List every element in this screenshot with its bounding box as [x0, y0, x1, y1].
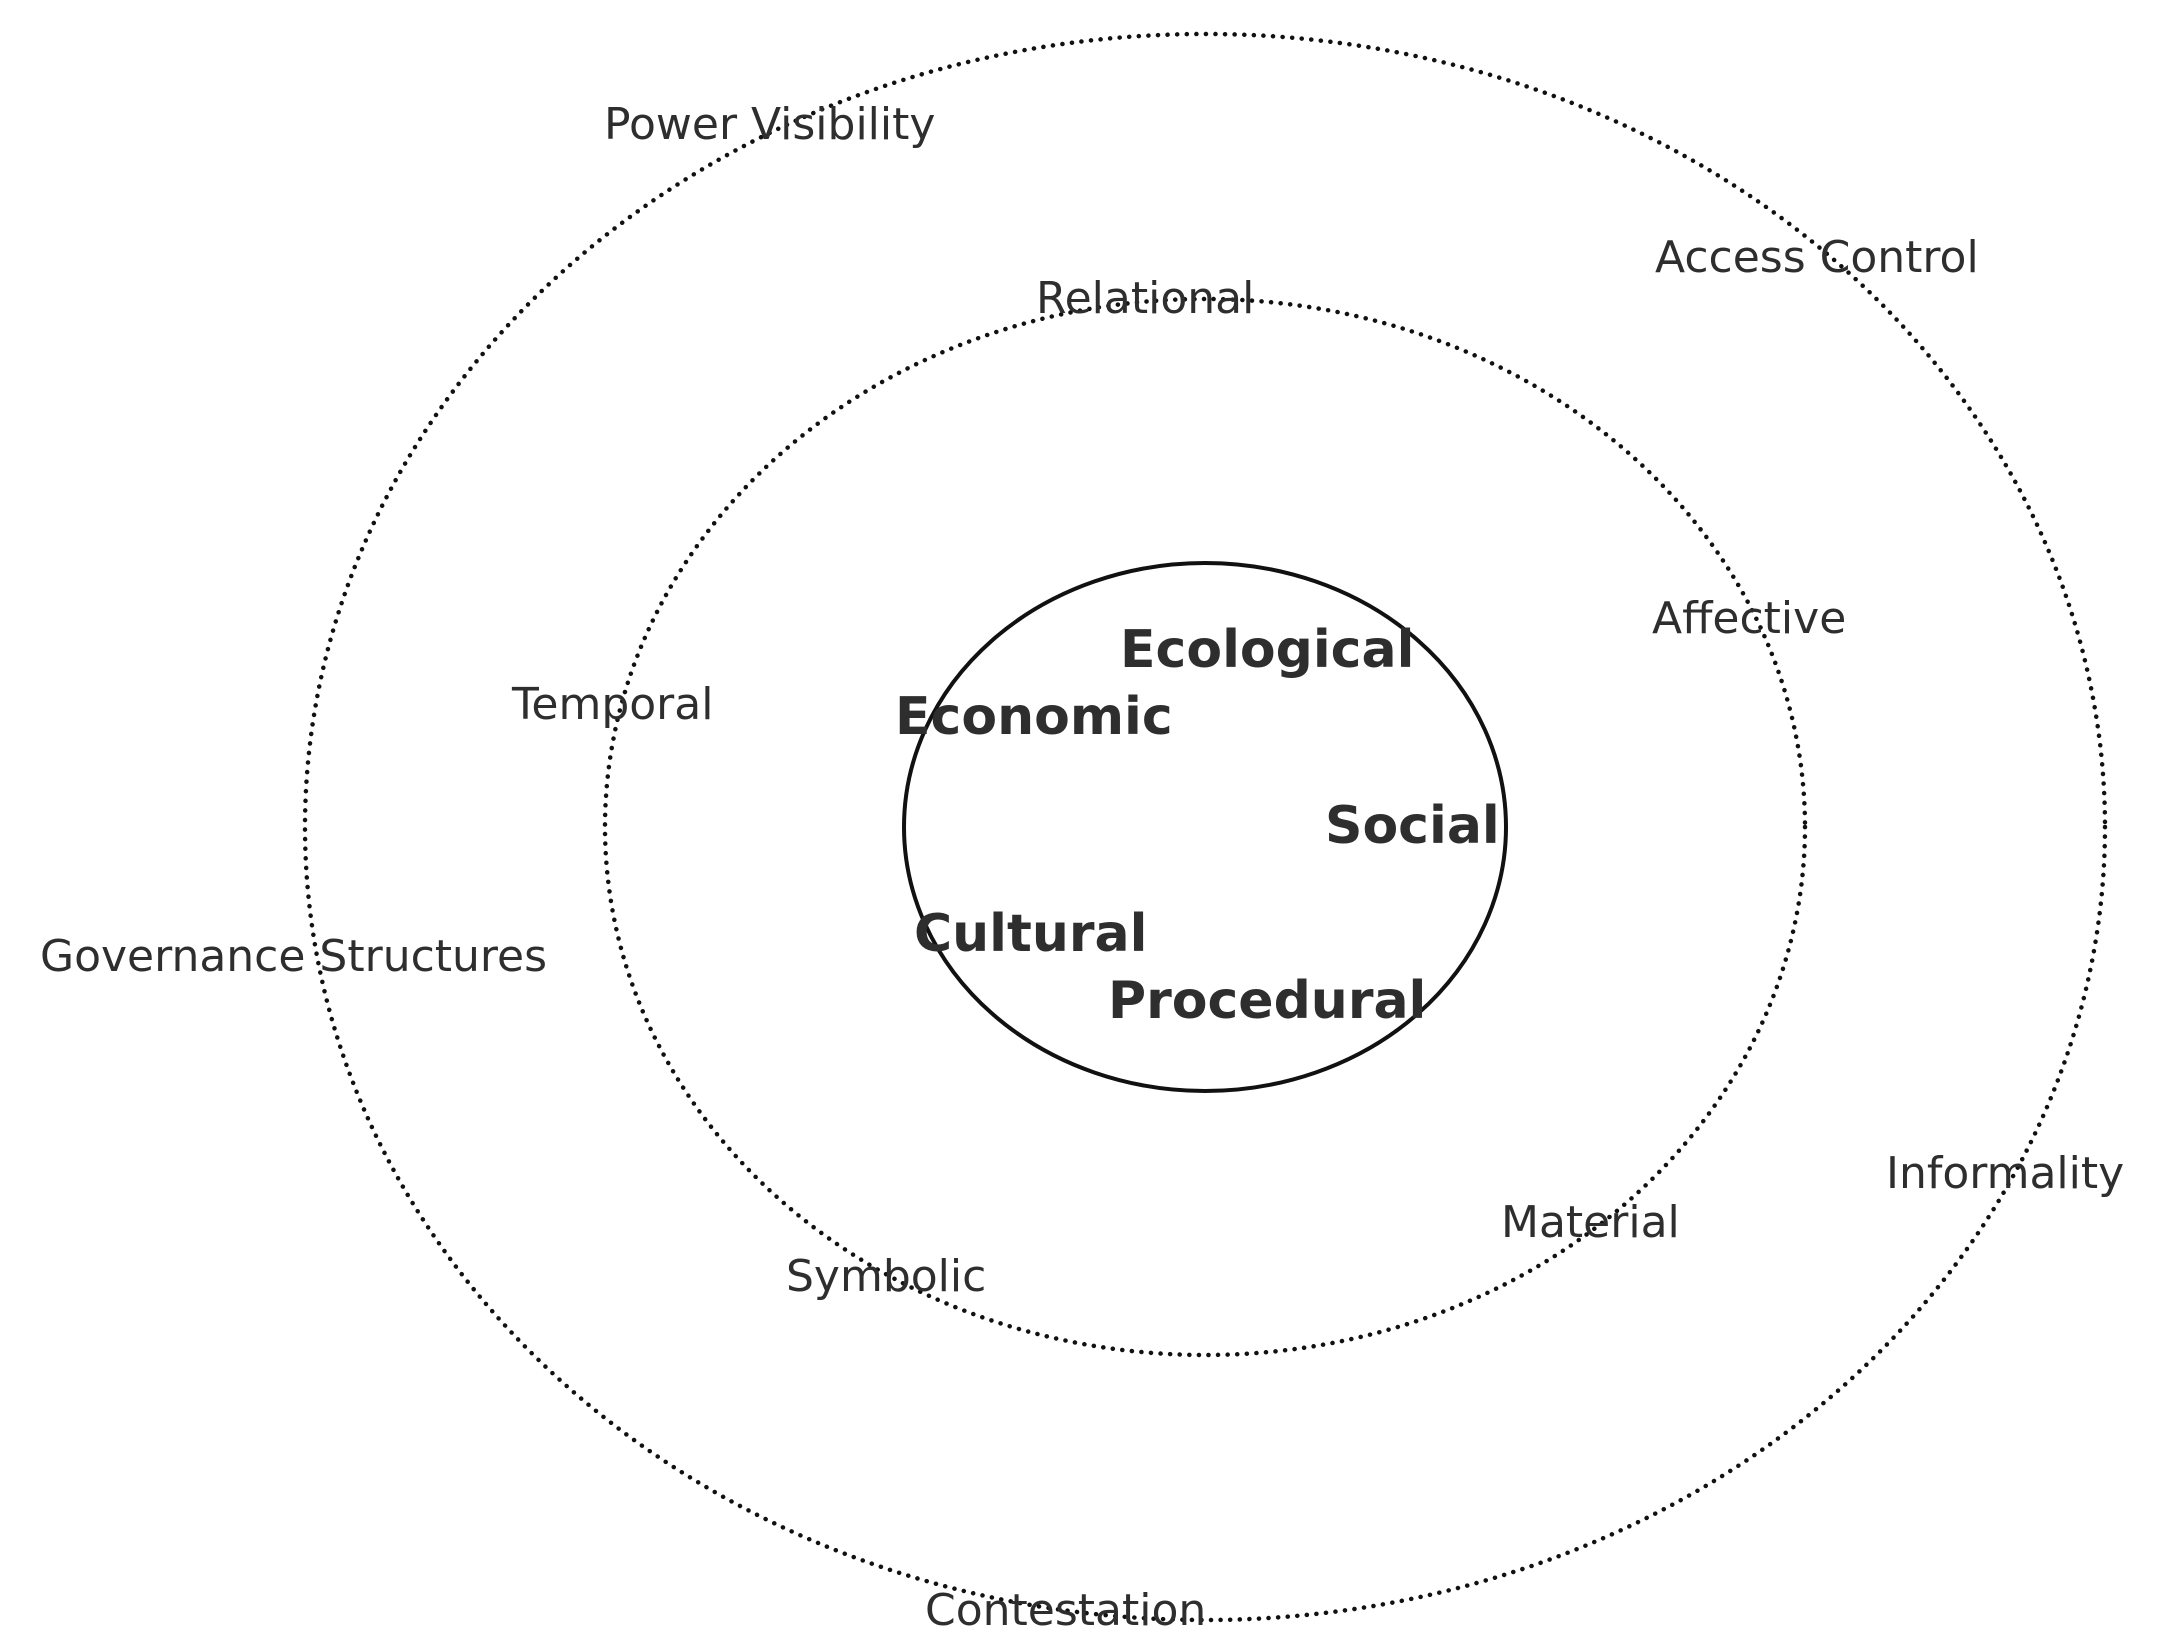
label-material: Material — [1501, 1197, 1680, 1248]
label-social: Social — [1325, 796, 1500, 856]
label-governance-structures: Governance Structures — [40, 931, 547, 982]
label-cultural: Cultural — [914, 904, 1147, 964]
label-relational: Relational — [1036, 273, 1254, 324]
label-ecological: Ecological — [1120, 620, 1414, 680]
inner-core-ring — [902, 561, 1508, 1093]
label-economic: Economic — [895, 687, 1173, 747]
label-access-control: Access Control — [1655, 232, 1979, 283]
label-contestation: Contestation — [925, 1585, 1206, 1636]
label-symbolic: Symbolic — [786, 1251, 986, 1302]
label-procedural: Procedural — [1108, 971, 1426, 1031]
label-temporal: Temporal — [511, 679, 713, 730]
label-power-visibility: Power Visibility — [604, 99, 935, 150]
middle-ring — [602, 296, 1808, 1358]
label-affective: Affective — [1652, 593, 1846, 644]
outer-ring — [302, 31, 2108, 1623]
label-informality: Informality — [1886, 1148, 2124, 1199]
